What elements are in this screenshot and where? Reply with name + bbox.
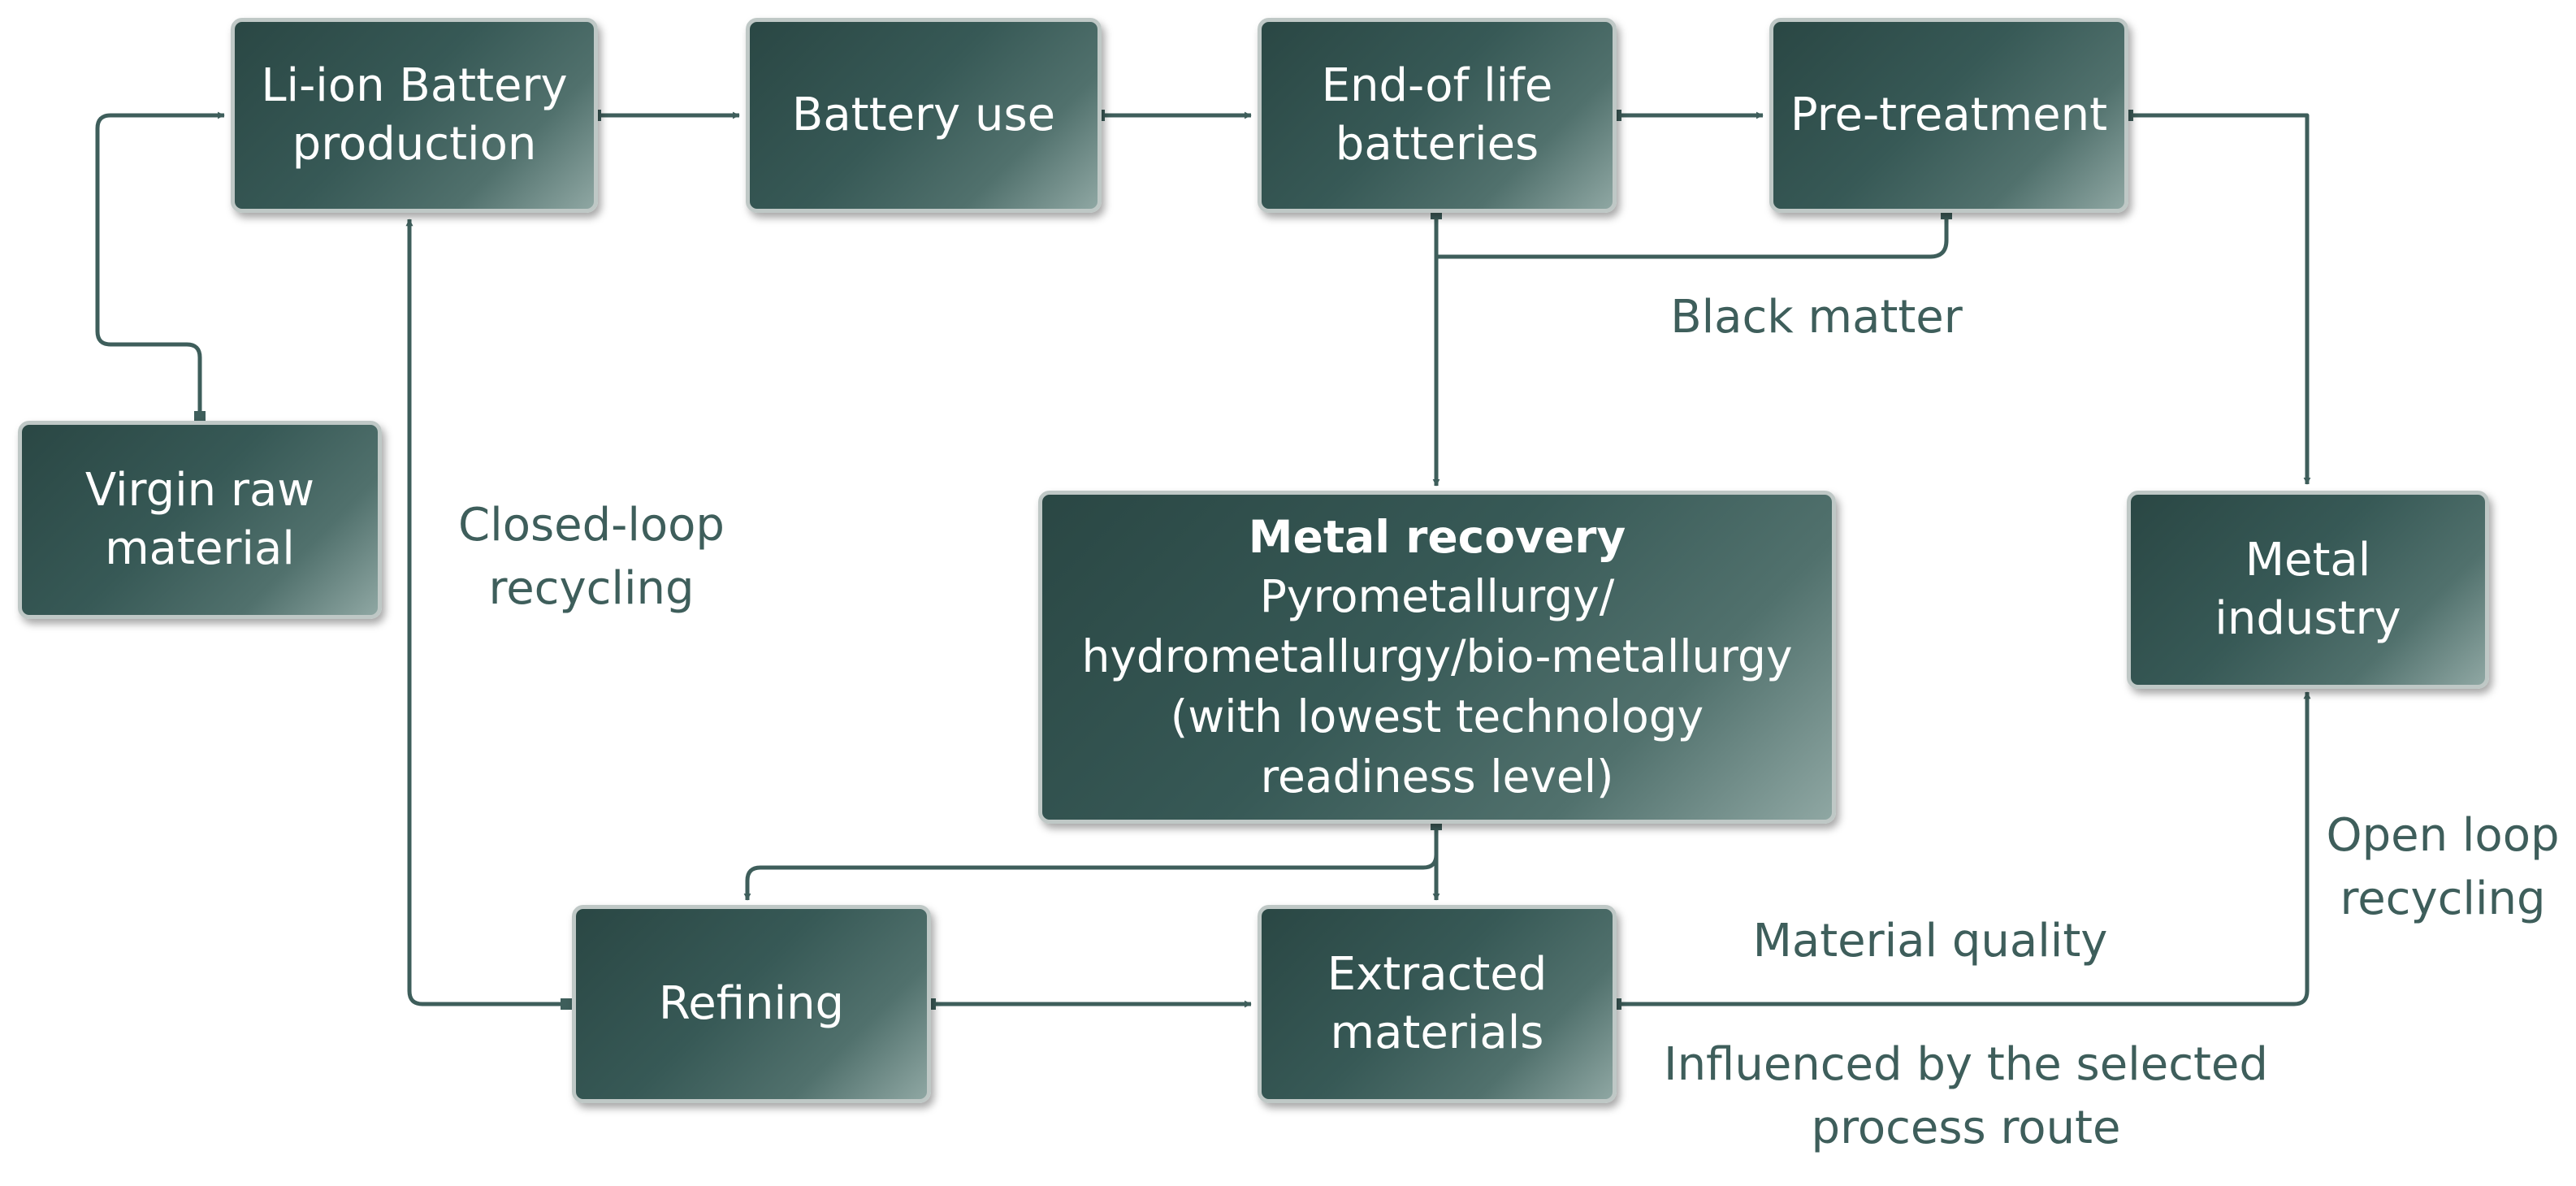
label-text: process route [1811, 1102, 2121, 1155]
node-battery-use: Battery use [746, 18, 1102, 213]
node-text: Refining [658, 977, 845, 1031]
node-text: Virgin raw [84, 464, 315, 517]
node-text: industry [2214, 592, 2401, 645]
node-text: hydrometallurgy/bio-metallurgy [1081, 630, 1793, 683]
label-material-quality: Material quality [1686, 910, 2174, 973]
port-refining-left [561, 998, 572, 1010]
label-text: Material quality [1752, 915, 2108, 967]
label-influenced-by-process-route: Influenced by the selected process route [1625, 1033, 2307, 1161]
node-refining: Refining [572, 905, 931, 1103]
node-text: Pre-treatment [1790, 89, 2108, 142]
node-end-of-life-batteries: End-of life batteries [1258, 18, 1617, 213]
node-text: material [105, 522, 295, 575]
connector-black-matter [1436, 213, 1949, 259]
node-text: production [292, 118, 537, 171]
port-virgin-top [194, 411, 206, 422]
arrow-pretreatment-to-metal-industry [2128, 113, 2311, 485]
label-closed-loop-recycling: Closed-loop recycling [396, 494, 786, 621]
node-title: Metal recovery [1248, 510, 1626, 563]
node-text: materials [1330, 1006, 1544, 1059]
node-text: Pyrometallurgy/ [1259, 570, 1615, 623]
node-text: batteries [1335, 118, 1539, 171]
label-text: recycling [2340, 872, 2546, 926]
node-metal-industry: Metal industry [2127, 491, 2489, 689]
arrow-recovery-to-refining [743, 824, 1439, 901]
label-text: Closed-loop [458, 499, 725, 552]
node-text: readiness level) [1260, 750, 1614, 803]
arrow-open-loop [1617, 691, 2311, 1006]
node-li-ion-battery-production: Li-ion Battery production [231, 18, 598, 213]
node-virgin-raw-material: Virgin raw material [18, 421, 382, 619]
arrow-virgin-to-production [95, 111, 225, 416]
label-text: Influenced by the selected [1664, 1038, 2268, 1091]
label-text: Open loop [2326, 809, 2560, 862]
node-metal-recovery: Metal recovery Pyrometallurgy/ hydrometa… [1038, 491, 1836, 824]
label-black-matter: Black matter [1613, 286, 2020, 349]
arrow-closed-loop [405, 219, 565, 1006]
node-text: Li-ion Battery [261, 59, 568, 113]
node-text: Extracted [1327, 948, 1548, 1002]
node-text: (with lowest technology [1170, 690, 1704, 742]
node-text: Battery use [791, 89, 1056, 142]
label-text: Black matter [1670, 291, 1963, 344]
node-extracted-materials: Extracted materials [1258, 905, 1617, 1103]
node-text: End-of life [1321, 59, 1553, 113]
label-open-loop-recycling: Open loop recycling [2312, 804, 2574, 932]
node-pre-treatment: Pre-treatment [1769, 18, 2128, 213]
node-text: Metal [2245, 534, 2371, 587]
label-text: recycling [488, 562, 695, 616]
